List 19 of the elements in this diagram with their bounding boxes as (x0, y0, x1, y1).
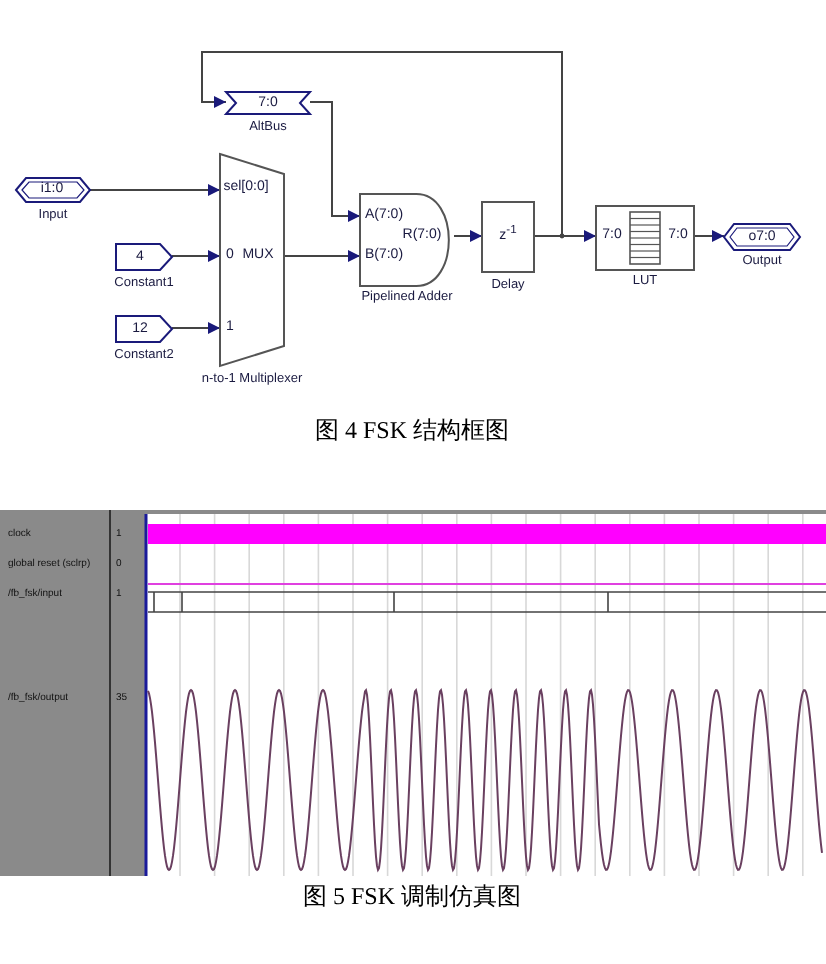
arrow (309, 101, 361, 222)
figure-caption: 图 4 FSK 结构框图 (315, 416, 509, 444)
arrow (693, 230, 725, 242)
arrow (283, 250, 361, 262)
delay-block (482, 202, 534, 272)
output-port (724, 224, 800, 250)
constant-block (116, 244, 172, 270)
bus-block (226, 92, 310, 114)
figure-caption: 图 5 FSK 调制仿真图 (303, 882, 521, 910)
arrow (201, 51, 563, 237)
multiplexer-block (220, 154, 284, 366)
input-port (16, 178, 90, 202)
constant-block (116, 316, 172, 342)
arrow (453, 230, 483, 242)
arrow (171, 250, 221, 262)
adder-block (360, 194, 454, 286)
lut-block (596, 206, 694, 270)
arrow (171, 322, 221, 334)
arrow (89, 184, 221, 196)
